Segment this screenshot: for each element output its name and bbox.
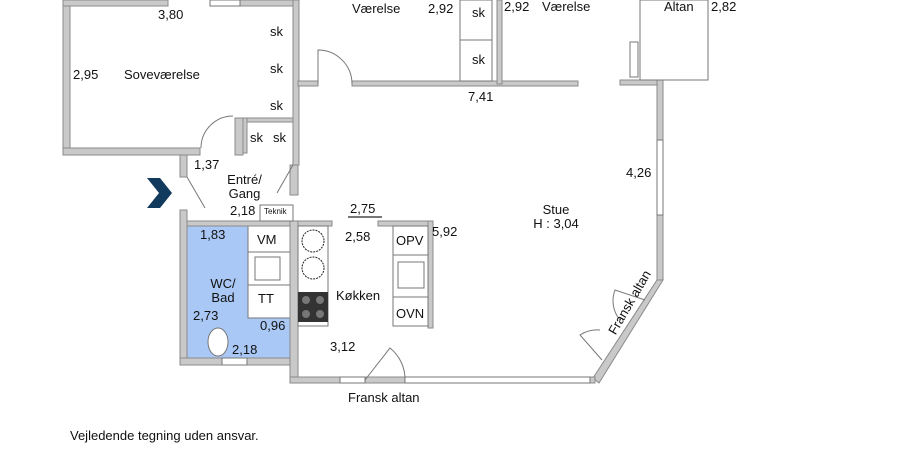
- dimension-label: 2,92: [504, 0, 530, 14]
- disclaimer-text: Vejledende tegning uden ansvar.: [70, 428, 259, 443]
- dimension-label: 2,18: [232, 342, 258, 357]
- room-label-room1: Værelse: [352, 1, 401, 16]
- entrance-arrow-icon: [147, 178, 172, 208]
- room-label-room2: Værelse: [542, 0, 591, 14]
- dimension-label: 2,95: [73, 67, 99, 82]
- dimension-label: 0,96: [260, 318, 286, 333]
- closet-label: sk: [270, 24, 283, 39]
- closet-label: sk: [472, 52, 485, 67]
- room-label-balcony: Altan: [664, 0, 694, 14]
- technical-label: Teknik: [264, 207, 287, 216]
- closet-label: sk: [250, 130, 263, 145]
- dimension-label: 3,12: [330, 339, 356, 354]
- room-label-bedroom: Soveværelse: [124, 67, 200, 82]
- room-label-entry: Entré/Gang: [227, 172, 262, 202]
- closet-label: sk: [472, 5, 485, 20]
- dimension-label: 2,92: [428, 1, 454, 16]
- washer-label: VM: [257, 232, 277, 247]
- closet-label: sk: [273, 130, 286, 145]
- dimension-label: 2,73: [193, 308, 219, 323]
- dryer-label: TT: [258, 291, 274, 306]
- dimension-label: 7,41: [468, 89, 494, 104]
- dishwasher-label: OPV: [396, 233, 424, 248]
- dimension-label: 2,18: [230, 203, 256, 218]
- room-label-kitchen: Køkken: [336, 288, 381, 303]
- dimension-label: 1,83: [200, 227, 226, 242]
- dimension-label: 4,26: [626, 165, 652, 180]
- fan-icon: [301, 229, 325, 253]
- doors: [186, 49, 646, 381]
- toilet-icon: [207, 327, 229, 357]
- french-balcony-label: Fransk altan: [348, 390, 420, 405]
- dimension-label: 3,80: [158, 7, 184, 22]
- fan-icon: [301, 256, 325, 280]
- closet-label: sk: [270, 98, 283, 113]
- dimension-label: 5,92: [432, 224, 458, 239]
- oven-label: OVN: [396, 306, 425, 321]
- dimension-label: 2,75: [350, 201, 376, 216]
- walls: [62, 0, 709, 384]
- room-label-bath: WC/Bad: [210, 276, 236, 306]
- closet-label: sk: [270, 61, 283, 76]
- dimension-label: 2,58: [345, 229, 371, 244]
- kitchen-sink: [397, 261, 425, 289]
- dimension-label: 2,82: [711, 0, 737, 14]
- bath-sink: [254, 256, 281, 281]
- dimension-label: 1,37: [194, 157, 220, 172]
- stove-icon: [298, 292, 328, 322]
